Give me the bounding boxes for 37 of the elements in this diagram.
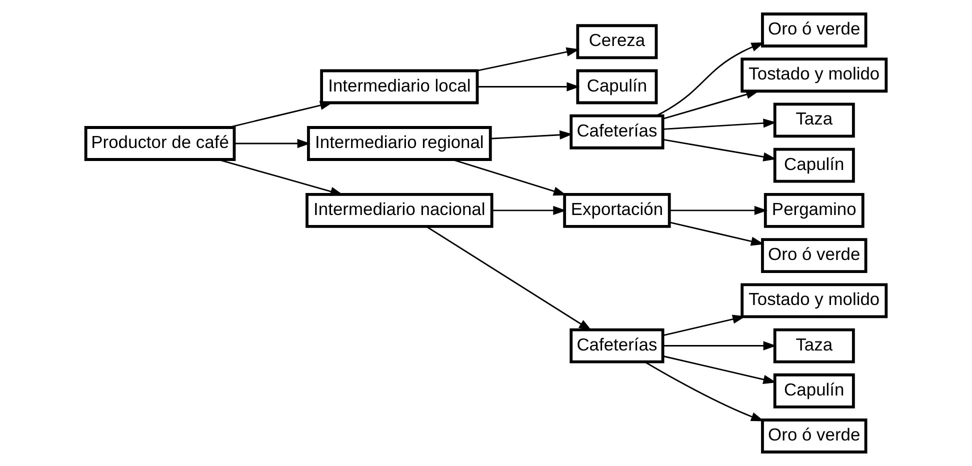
arrow bbox=[218, 158, 344, 196]
node-box: Productor de café bbox=[84, 126, 236, 161]
node-box: Exportación bbox=[563, 192, 671, 228]
node-box: Cafeterías bbox=[570, 328, 664, 364]
arrow bbox=[662, 314, 746, 336]
node-box: Oro ó verde bbox=[761, 12, 868, 48]
arrow bbox=[662, 355, 776, 384]
arrow bbox=[662, 138, 776, 162]
node-box: Oro ó verde bbox=[761, 238, 868, 274]
arrow bbox=[669, 206, 768, 216]
arrow bbox=[669, 222, 764, 246]
arrow bbox=[234, 138, 310, 148]
arrow bbox=[656, 42, 764, 116]
node-box: Cereza bbox=[576, 24, 658, 60]
node-box: Taza bbox=[773, 328, 855, 364]
node-box: Pergamino bbox=[764, 192, 864, 228]
arrow bbox=[644, 361, 764, 422]
arrow bbox=[490, 130, 573, 140]
arrow bbox=[228, 100, 334, 128]
node-box: Intermediario local bbox=[320, 69, 479, 104]
node-box: Taza bbox=[773, 102, 855, 138]
arrow bbox=[662, 118, 776, 130]
node-box: Oro ó verde bbox=[761, 418, 868, 454]
node-box: Intermediario nacional bbox=[306, 192, 494, 228]
node-box: Cafeterías bbox=[570, 114, 664, 150]
arrow bbox=[478, 82, 580, 92]
arrow bbox=[663, 341, 776, 350]
node-box: Capulín bbox=[773, 373, 855, 408]
arrow bbox=[477, 47, 580, 72]
node-box: Capulín bbox=[773, 148, 855, 183]
node-box: Tostado y molido bbox=[740, 58, 888, 93]
node-box: Tostado y molido bbox=[740, 283, 888, 318]
arrow bbox=[426, 226, 592, 331]
node-box: Intermediario regional bbox=[307, 126, 492, 161]
arrow bbox=[662, 90, 760, 120]
arrow bbox=[492, 206, 566, 216]
node-box: Capulín bbox=[576, 69, 658, 104]
